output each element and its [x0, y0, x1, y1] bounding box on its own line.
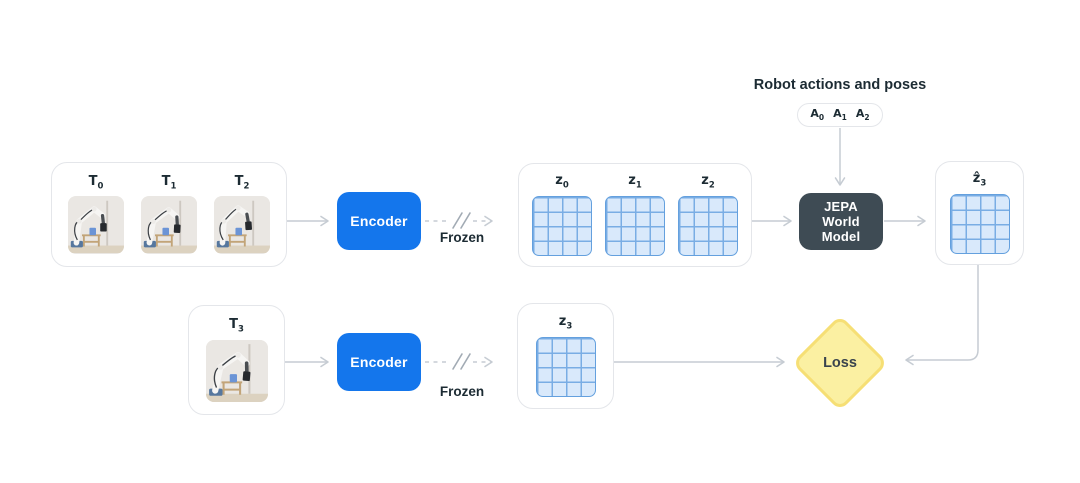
target-latent-box: z3 — [517, 303, 614, 409]
frame-label: T3 — [229, 317, 244, 336]
frozen-slashes-top — [452, 212, 471, 229]
predicted-latent-box: ẑ3 — [935, 161, 1024, 265]
loss-label: Loss — [823, 355, 857, 371]
latent-item: z0 — [532, 173, 592, 256]
world-model-line: World — [822, 213, 860, 229]
jepa-world-model-block: JEPA World Model — [799, 193, 883, 250]
robot-actions-box: A0 A1 A2 — [797, 103, 883, 127]
latents-box: z0 z1 z2 — [518, 163, 752, 267]
robot-frame-image — [68, 196, 124, 255]
latent-label: z1 — [628, 173, 642, 192]
action-label: A2 — [855, 107, 870, 123]
context-frame: T2 — [214, 173, 270, 255]
elbow-zhat-to-loss — [905, 264, 979, 366]
action-label: A1 — [833, 107, 847, 123]
latent-label: z2 — [701, 173, 715, 192]
latent-grid — [605, 195, 665, 256]
context-frame: T0 — [68, 173, 124, 255]
latent-grid — [678, 195, 738, 256]
frozen-label-bottom: Frozen — [439, 384, 485, 399]
latent-grid — [949, 193, 1010, 254]
encoder-bottom-label: Encoder — [350, 354, 408, 370]
frozen-slashes-bottom — [452, 353, 471, 370]
latent-label: z3 — [558, 314, 573, 333]
frame-label: T2 — [234, 173, 250, 192]
context-frames-box: T0 T1 T2 — [51, 162, 287, 267]
robot-frame-image — [214, 196, 270, 255]
robot-frame-image — [205, 339, 268, 402]
frame-label: T1 — [161, 173, 177, 192]
latent-item: z1 — [605, 173, 665, 256]
target-frame-box: T3 — [188, 305, 285, 415]
latent-grid — [535, 336, 596, 397]
encoder-bottom-block: Encoder — [337, 333, 421, 391]
loss-node: Loss — [791, 314, 889, 412]
world-model-line: JEPA — [824, 198, 858, 214]
world-model-line: Model — [821, 229, 861, 245]
action-label: A0 — [810, 107, 825, 123]
frozen-label-top: Frozen — [439, 230, 485, 245]
frame-label: T0 — [88, 173, 104, 192]
latent-grid — [532, 195, 592, 256]
encoder-top-label: Encoder — [350, 213, 408, 229]
context-frame: T1 — [141, 173, 197, 255]
predicted-latent-label: ẑ3 — [972, 171, 987, 190]
robot-frame-image — [141, 196, 197, 255]
latent-item: z2 — [678, 173, 738, 256]
robot-actions-title: Robot actions and poses — [753, 77, 927, 93]
encoder-top-block: Encoder — [337, 192, 421, 250]
latent-label: z0 — [555, 173, 569, 192]
